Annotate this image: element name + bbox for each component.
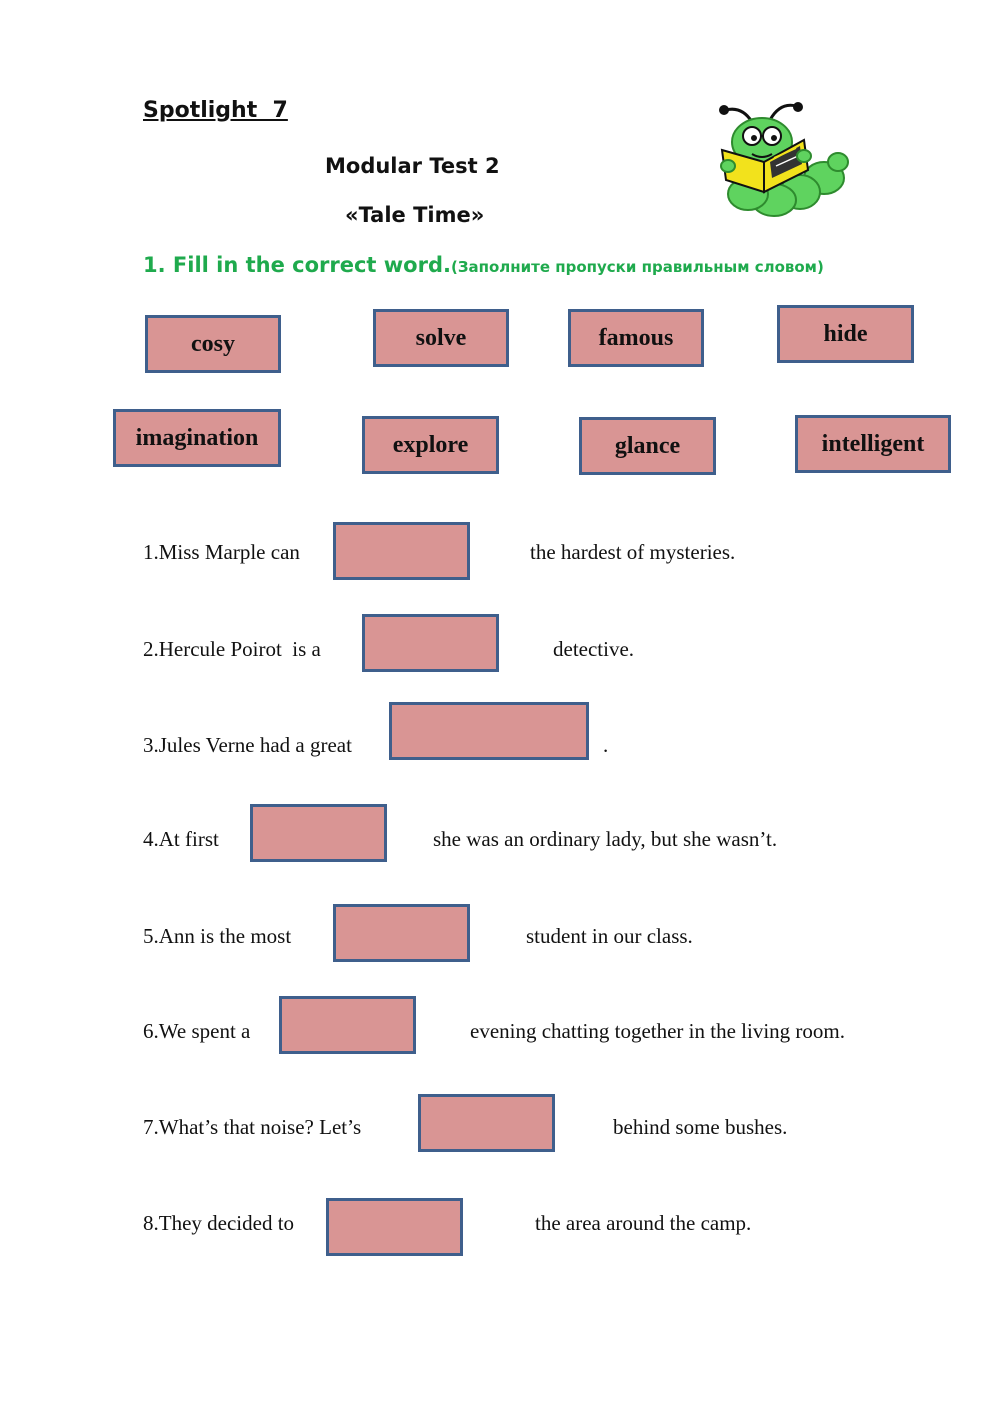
sentence-4-before: 4.At first [143,827,219,851]
answer-blank-7[interactable] [418,1094,555,1152]
sentence-7-after: behind some bushes. [613,1115,788,1139]
sentence-2-after: detective. [553,637,635,661]
task-instruction-en: 1. Fill in the correct word. [143,253,451,277]
word-tile-cosy[interactable]: cosy [145,315,281,373]
task-instruction: 1. Fill in the correct word.(Заполните п… [143,253,824,277]
sentence-5-before: 5.Ann is the most [143,924,292,948]
sentence-6-after: evening chatting together in the living … [470,1019,845,1043]
sentence-6-before: 6.We spent a [143,1019,251,1043]
sentence-1-after: the hardest of mysteries. [530,540,736,564]
task-instruction-ru: (Заполните пропуски правильным словом) [450,258,824,276]
answer-blank-6[interactable] [279,996,416,1054]
answer-blank-3[interactable] [389,702,589,760]
sentence-8-after: the area around the camp. [535,1211,752,1235]
sentence-3-before: 3.Jules Verne had a great [143,733,352,757]
word-tile-explore[interactable]: explore [362,416,499,474]
sentence-3-after: . [603,733,609,757]
tale-title: «Tale Time» [345,203,485,227]
word-tile-imagination[interactable]: imagination [113,409,281,467]
word-tile-solve[interactable]: solve [373,309,509,367]
sentence-8-before: 8.They decided to [143,1211,295,1235]
answer-blank-5[interactable] [333,904,470,962]
word-tile-intelligent[interactable]: intelligent [795,415,951,473]
word-tile-famous[interactable]: famous [568,309,704,367]
sentence-4-after: she was an ordinary lady, but she wasn’t… [433,827,778,851]
series-title: Spotlight 7 [143,98,288,123]
answer-blank-2[interactable] [362,614,499,672]
bookworm-icon [719,102,849,217]
sentence-5-after: student in our class. [526,924,693,948]
answer-blank-1[interactable] [333,522,470,580]
sentence-7-before: 7.What’s that noise? Let’s [143,1115,362,1139]
word-tile-hide[interactable]: hide [777,305,914,363]
sentence-2-before: 2.Hercule Poirot is a [143,637,321,661]
answer-blank-4[interactable] [250,804,387,862]
answer-blank-8[interactable] [326,1198,463,1256]
word-tile-glance[interactable]: glance [579,417,716,475]
sentence-1-before: 1.Miss Marple can [143,540,300,564]
test-title: Modular Test 2 [325,154,500,178]
